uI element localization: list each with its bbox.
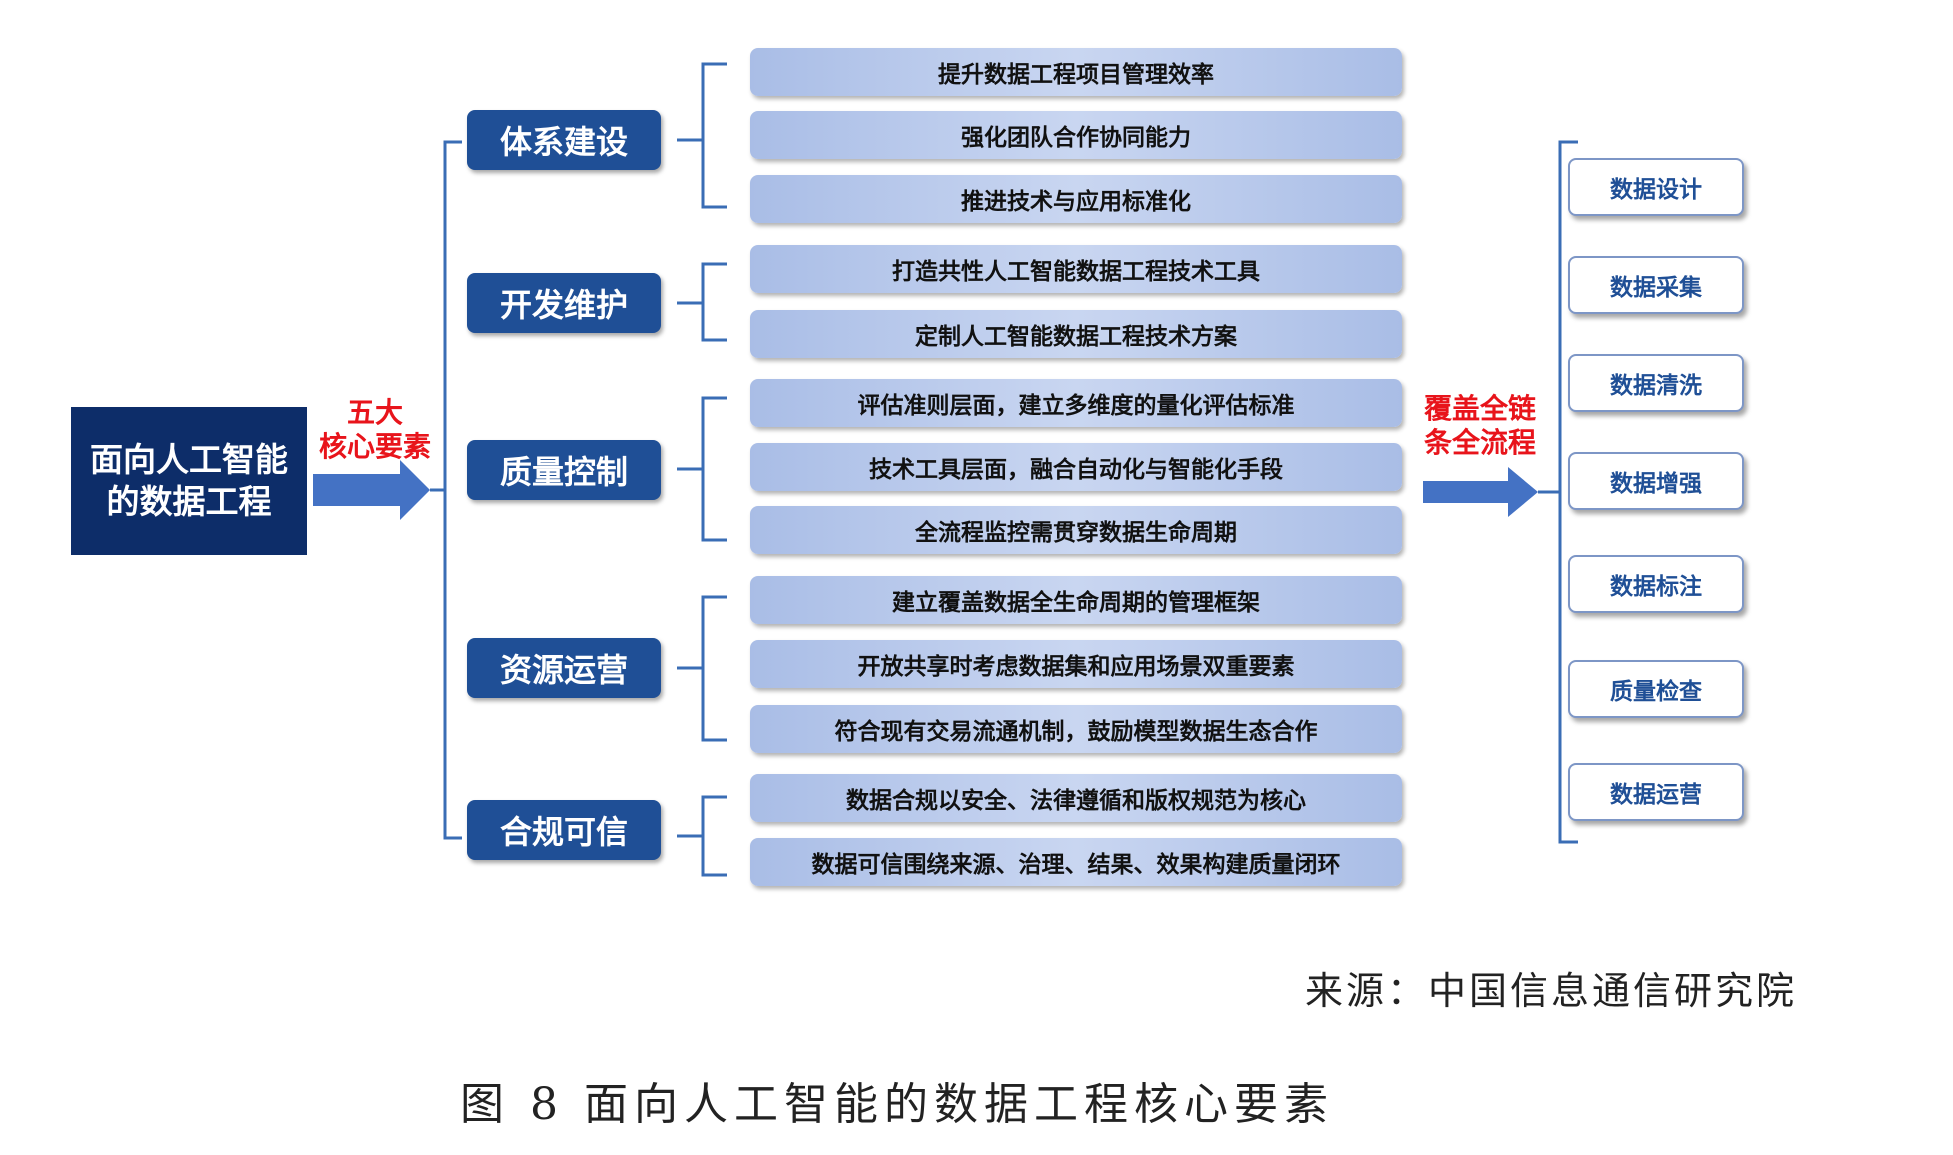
bracket-3 [701,396,727,542]
root-node: 面向人工智能 的数据工程 [71,407,307,555]
root-line-1: 面向人工智能 [90,440,288,479]
category-system-building: 体系建设 [467,110,661,170]
right-label-line-1: 覆盖全链 [1423,392,1536,425]
item-3-3: 全流程监控需贯穿数据生命周期 [750,506,1402,554]
item-2-2: 定制人工智能数据工程技术方案 [750,310,1402,358]
category-quality-control: 质量控制 [467,440,661,500]
bracket-5 [701,795,727,877]
stage-data-operation: 数据运营 [1568,763,1744,821]
item-5-2: 数据可信围绕来源、治理、结果、效果构建质量闭环 [750,838,1402,886]
root-line-2: 的数据工程 [106,482,272,521]
category-compliance-trust: 合规可信 [467,800,661,860]
stage-data-cleaning: 数据清洗 [1568,354,1744,412]
bracket-4 [701,595,727,742]
item-3-1: 评估准则层面，建立多维度的量化评估标准 [750,379,1402,427]
category-resource-operation: 资源运营 [467,638,661,698]
left-arrow-label: 五大 核心要素 [310,396,440,464]
right-arrow [1423,467,1538,517]
right-arrow-label: 覆盖全链 条全流程 [1412,392,1548,460]
figure-caption: 图 8 面向人工智能的数据工程核心要素 [460,1079,1334,1130]
item-2-1: 打造共性人工智能数据工程技术工具 [750,245,1402,293]
stage-data-collection: 数据采集 [1568,256,1744,314]
item-4-2: 开放共享时考虑数据集和应用场景双重要素 [750,640,1402,688]
left-arrow [313,460,430,520]
item-5-1: 数据合规以安全、法律遵循和版权规范为核心 [750,774,1402,822]
right-label-line-2: 条全流程 [1423,426,1536,459]
bracket-2 [701,262,727,342]
left-label-line-2: 核心要素 [318,430,431,463]
stage-data-design: 数据设计 [1568,158,1744,216]
source-note: 来源：中国信息通信研究院 [1305,969,1798,1013]
stage-data-annotation: 数据标注 [1568,555,1744,613]
item-1-2: 强化团队合作协同能力 [750,111,1402,159]
item-1-3: 推进技术与应用标准化 [750,175,1402,223]
left-label-line-1: 五大 [346,396,403,429]
stage-data-augmentation: 数据增强 [1568,452,1744,510]
item-4-3: 符合现有交易流通机制，鼓励模型数据生态合作 [750,705,1402,753]
stage-quality-check: 质量检查 [1568,660,1744,718]
bracket-1 [701,62,727,209]
category-dev-maintenance: 开发维护 [467,273,661,333]
item-1-1: 提升数据工程项目管理效率 [750,48,1402,96]
item-4-1: 建立覆盖数据全生命周期的管理框架 [750,576,1402,624]
item-3-2: 技术工具层面，融合自动化与智能化手段 [750,443,1402,491]
main-bracket [443,140,462,840]
